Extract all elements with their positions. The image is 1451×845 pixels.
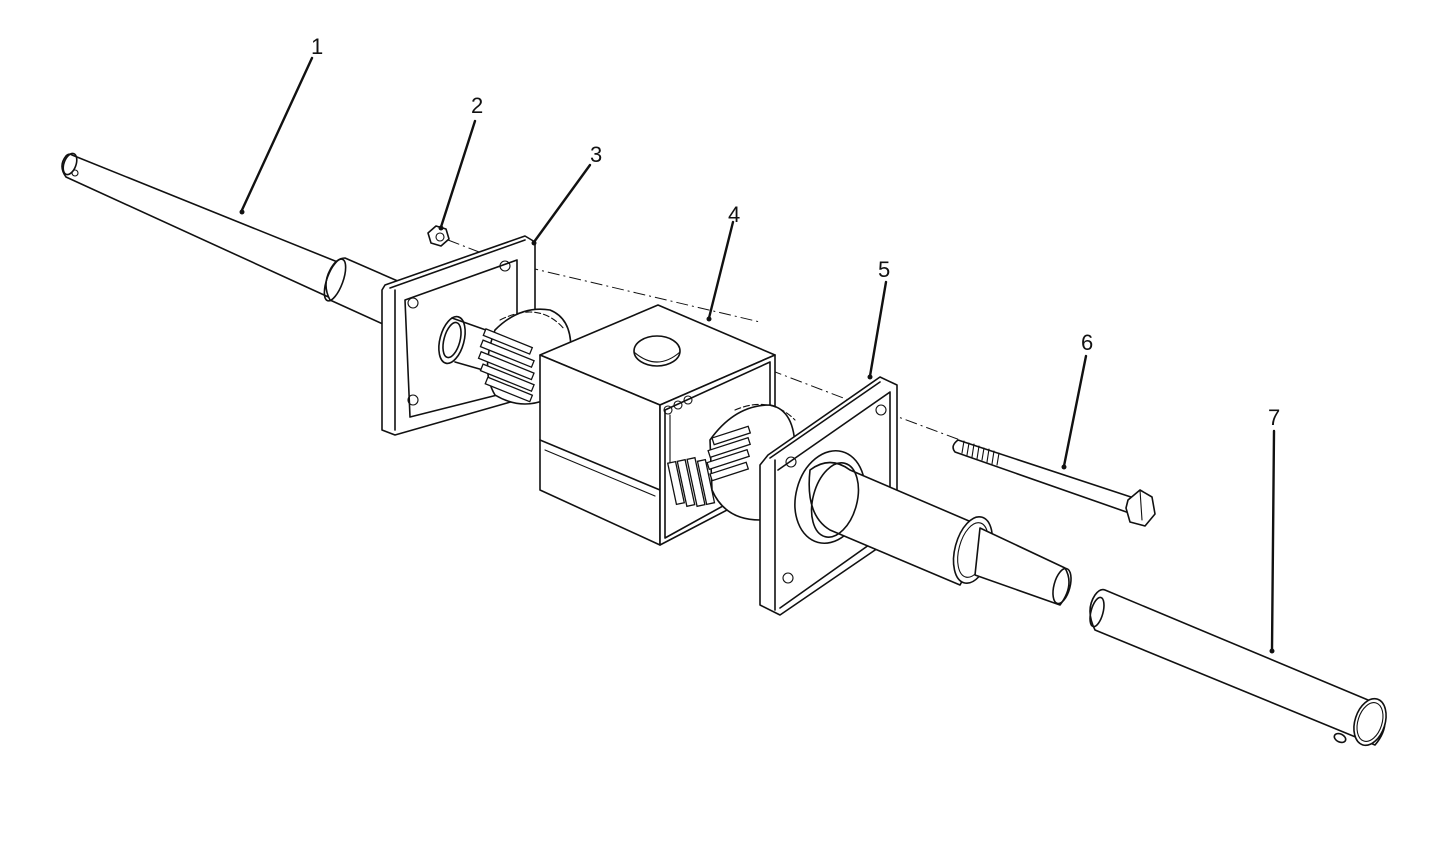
callout-label-2: 2 bbox=[471, 93, 483, 118]
callout-4: 4 bbox=[706, 202, 740, 322]
callout-7: 7 bbox=[1268, 405, 1280, 654]
callout-label-6: 6 bbox=[1081, 330, 1093, 355]
part-1-input-shaft bbox=[61, 152, 401, 326]
part-6-bolt bbox=[952, 439, 1156, 527]
callout-label-4: 4 bbox=[728, 202, 740, 227]
callout-5: 5 bbox=[867, 257, 890, 380]
callout-2: 2 bbox=[438, 93, 483, 231]
callout-3: 3 bbox=[531, 142, 602, 246]
callout-1: 1 bbox=[239, 34, 323, 215]
callout-6: 6 bbox=[1061, 330, 1093, 470]
callout-label-1: 1 bbox=[311, 34, 323, 59]
part-5-bearing-flange-plate bbox=[759, 376, 1072, 616]
part-7-output-shaft bbox=[1089, 588, 1387, 747]
callout-label-3: 3 bbox=[590, 142, 602, 167]
callout-label-7: 7 bbox=[1268, 405, 1280, 430]
callout-label-5: 5 bbox=[878, 257, 890, 282]
part-2-nut bbox=[427, 225, 450, 247]
